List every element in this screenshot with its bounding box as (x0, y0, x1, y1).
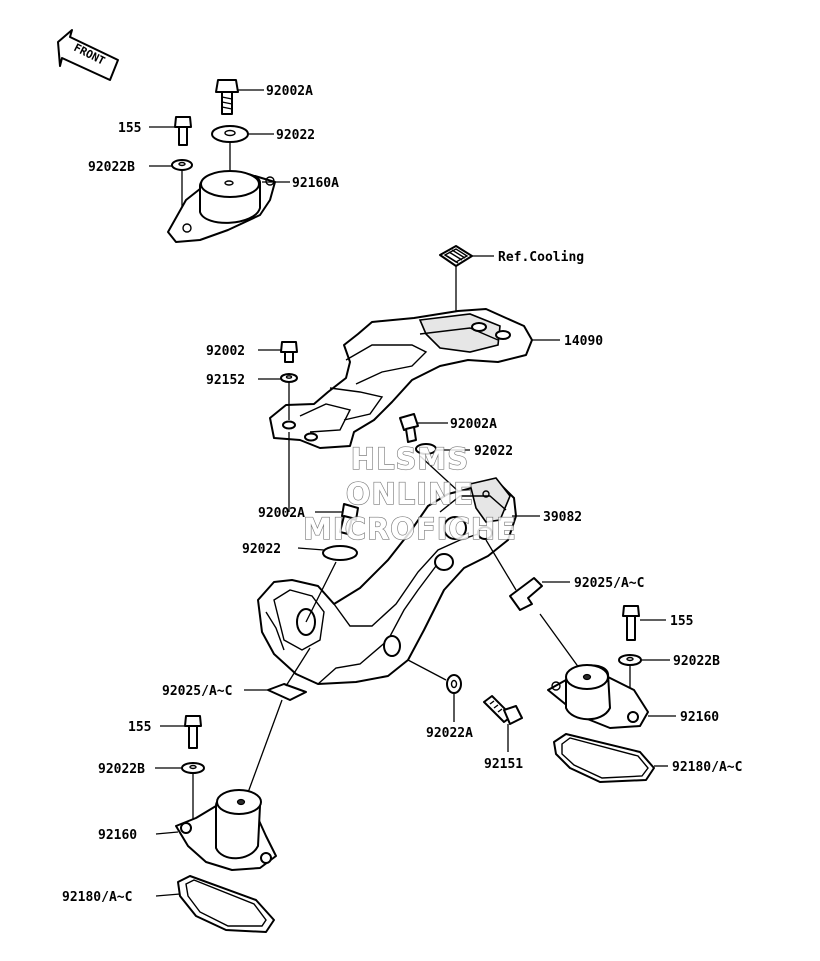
washer-92022B-right (618, 654, 642, 666)
watermark-line1: HLSMS (351, 442, 469, 476)
engine-mount-92160-right (547, 664, 649, 729)
label-92025-right: 92025/A~C (574, 576, 644, 591)
leader-clip-left (285, 647, 311, 687)
front-arrow-icon: FRONT (57, 29, 119, 81)
label-92022-left: 92022 (242, 542, 281, 557)
washer-92022B-top (171, 159, 193, 171)
bolt-92002 (280, 341, 298, 363)
label-92002: 92002 (206, 344, 245, 359)
cooling-plate-icon (439, 245, 473, 267)
label-92022B-top: 92022B (88, 160, 135, 175)
engine-mount-92160A (167, 170, 276, 243)
label-92022B-left: 92022B (98, 762, 145, 777)
washer-92022A (446, 674, 462, 694)
bolt-92151 (483, 695, 523, 725)
washer-92022-top (211, 125, 249, 143)
label-92180-left: 92180/A~C (62, 890, 132, 905)
label-92002A-mid: 92002A (450, 417, 497, 432)
label-155-right: 155 (670, 614, 693, 629)
watermark-line3: MICROFICHE (303, 512, 517, 546)
label-92022B-right: 92022B (673, 654, 720, 669)
leader-92160-left (155, 831, 179, 835)
gasket-92180-right (553, 733, 655, 783)
clip-92025-right (509, 577, 543, 611)
mount-bracket-39082 (257, 477, 517, 685)
leader-92022-left (297, 547, 325, 551)
washer-92022B-left (181, 762, 205, 774)
label-92160-left: 92160 (98, 828, 137, 843)
leader-mount-right (539, 613, 583, 673)
watermark: HLSMS ONLINE MICROFICHE (302, 441, 517, 546)
bracket-14090 (269, 308, 533, 449)
label-92022-mid: 92022 (474, 444, 513, 459)
watermark-line2: ONLINE (346, 477, 474, 511)
label-92160A: 92160A (292, 176, 339, 191)
clip-92025-left (267, 683, 307, 701)
leader-mount-left (245, 699, 283, 799)
bolt-92002A-mid (399, 413, 419, 443)
engine-mount-92160-left (175, 789, 277, 871)
label-92022A: 92022A (426, 726, 473, 741)
leader-left-stack (305, 561, 337, 623)
label-155-left: 155 (128, 720, 151, 735)
washer-92152 (280, 373, 298, 383)
washer-92022-mid (415, 443, 437, 455)
label-92002A-left: 92002A (258, 506, 305, 521)
bolt-155-right (622, 605, 640, 641)
bolt-155-top (174, 116, 192, 146)
label-92151: 92151 (484, 757, 523, 772)
label-92180-right: 92180/A~C (672, 760, 742, 775)
bolt-92002A-top (215, 79, 239, 115)
leader-92022A-in (407, 659, 447, 681)
label-92160-right: 92160 (680, 710, 719, 725)
bolt-155-left (184, 715, 202, 749)
label-92152: 92152 (206, 373, 245, 388)
leader-clip-right (485, 539, 517, 591)
gasket-92180-left (177, 875, 275, 933)
leader-92180-left (155, 893, 181, 897)
label-39082: 39082 (543, 510, 582, 525)
label-92002A-top: 92002A (266, 84, 313, 99)
label-92025-left: 92025/A~C (162, 684, 232, 699)
label-ref-cooling: Ref.Cooling (498, 250, 584, 265)
label-155-top: 155 (118, 121, 141, 136)
washer-92022-left (322, 545, 358, 561)
label-92022-top: 92022 (276, 128, 315, 143)
label-14090: 14090 (564, 334, 603, 349)
